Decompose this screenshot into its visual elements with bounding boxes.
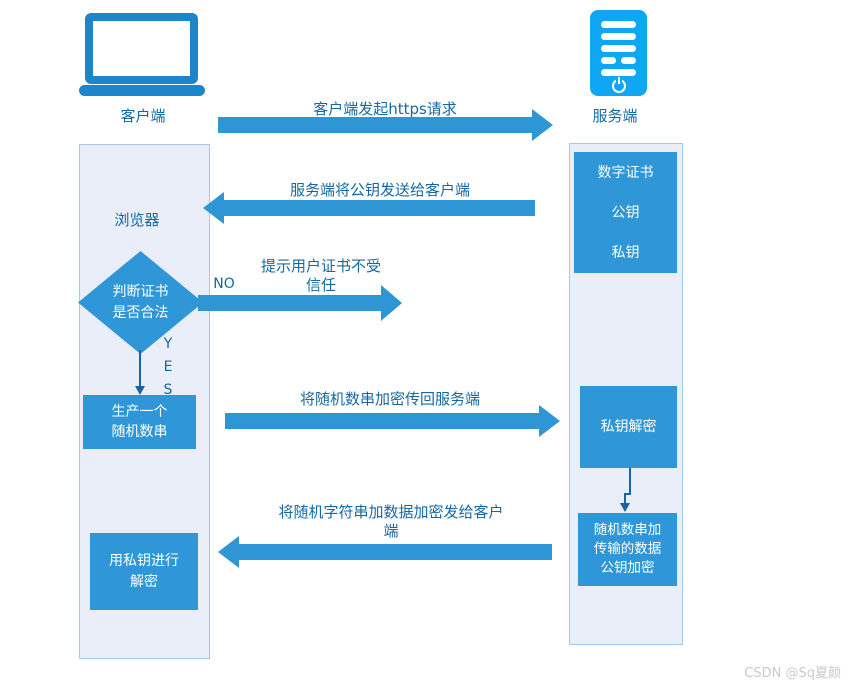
- private-key-decrypt-box: 私钥解密: [580, 386, 677, 468]
- arrow-head-left-icon: [203, 192, 224, 224]
- yes-label: YES: [160, 336, 176, 405]
- connector-decrypt-to-encrypt: [620, 468, 631, 512]
- arrow-untrusted-warning: [198, 285, 402, 321]
- arrow-head-right-icon: [539, 405, 560, 437]
- arrow-head-left-icon: [218, 536, 239, 568]
- browser-label: 浏览器: [114, 211, 160, 229]
- arrow-head-right-icon: [381, 285, 402, 321]
- server-slot-icon: [601, 45, 636, 52]
- arrow-shaft: [239, 544, 552, 560]
- send-encrypted-random-label: 将随机数串加密传回服务端: [299, 390, 480, 408]
- generate-random-box: 生产一个 随机数串: [83, 395, 196, 449]
- server-slot-icon: [601, 33, 636, 40]
- https-request-label: 客户端发起https请求: [313, 100, 457, 118]
- arrow-send-encrypted-data: [218, 536, 552, 568]
- server-icon: [590, 10, 647, 96]
- public-key-encrypt-box: 随机数串加 传输的数据 公钥加密: [578, 513, 677, 586]
- server-slot-icon: [601, 69, 636, 76]
- arrow-send-public-key: [203, 192, 535, 224]
- no-result-label: 提示用户证书不受 信任: [260, 257, 381, 294]
- server-slot-icon: [601, 57, 616, 64]
- send-encrypted-data-label: 将随机字符串加数据加密发给客户 端: [278, 503, 504, 540]
- arrow-https-request: [218, 109, 553, 141]
- power-icon-tick: [617, 77, 620, 84]
- laptop-icon: [85, 13, 198, 84]
- client-decrypt-box: 用私钥进行 解密: [90, 533, 198, 610]
- certificate-box: 数字证书 公钥 私钥: [574, 152, 677, 273]
- arrow-shaft: [224, 200, 535, 216]
- no-label: NO: [213, 276, 235, 292]
- laptop-base-icon: [79, 85, 205, 96]
- arrow-shaft: [218, 117, 532, 133]
- server-slot-icon: [621, 57, 636, 64]
- server-label: 服务端: [592, 107, 638, 125]
- arrow-head-right-icon: [532, 109, 553, 141]
- server-slot-icon: [601, 21, 636, 28]
- connector-yes-arrow: [135, 350, 145, 395]
- arrow-shaft: [198, 295, 381, 311]
- arrow-shaft: [225, 413, 539, 429]
- send-public-key-label: 服务端将公钥发送给客户端: [289, 181, 470, 199]
- client-label: 客户端: [120, 107, 166, 125]
- watermark: CSDN @Sq夏颜: [744, 666, 841, 681]
- arrow-send-encrypted-random: [225, 405, 560, 437]
